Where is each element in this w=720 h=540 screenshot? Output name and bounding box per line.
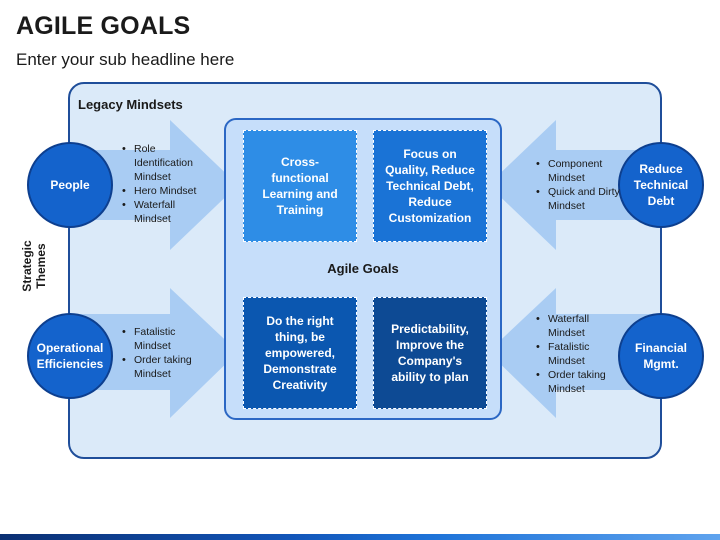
page-subtitle: Enter your sub headline here [16, 50, 235, 69]
goal-cross-functional-text: Cross- functional Learning and Training [262, 155, 338, 217]
bullet-item: Quick and Dirty Mindset [536, 185, 622, 213]
legacy-mindsets-label: Legacy Mindsets [78, 97, 183, 112]
bullets-top-left: Role Identification Mindset Hero Mindset… [122, 142, 212, 226]
circle-people: People [27, 142, 113, 228]
bullets-top-right: Component Mindset Quick and Dirty Mindse… [536, 157, 622, 213]
agile-goals-label: Agile Goals [327, 261, 399, 276]
bullet-item: Order taking Mindset [122, 353, 214, 381]
bullet-item: Role Identification Mindset [122, 142, 212, 184]
goal-do-the-right-thing-text: Do the right thing, be empowered, Demons… [263, 314, 337, 392]
bullet-item: Waterfall Mindset [122, 198, 212, 226]
goal-focus-on-quality: Focus on Quality, Reduce Technical Debt,… [373, 130, 487, 242]
bullet-item: Component Mindset [536, 157, 622, 185]
bullets-bottom-left: Fatalistic Mindset Order taking Mindset [122, 325, 214, 381]
goal-focus-on-quality-text: Focus on Quality, Reduce Technical Debt,… [385, 147, 475, 225]
goal-cross-functional: Cross- functional Learning and Training [243, 130, 357, 242]
circle-operational-label: Operational Efficiencies [36, 341, 104, 371]
bullet-item: Hero Mindset [122, 184, 212, 198]
goal-predictability: Predictability, Improve the Company's ab… [373, 297, 487, 409]
circle-people-label: People [50, 178, 90, 192]
strategic-themes-label: Strategic Themes [20, 240, 48, 292]
page-title: AGILE GOALS [16, 12, 191, 40]
bottom-accent-bar [0, 534, 720, 540]
bullet-item: Waterfall Mindset [536, 312, 620, 340]
goal-predictability-text: Predictability, Improve the Company's ab… [391, 322, 469, 384]
circle-reduce-technical-debt: Reduce Technical Debt [618, 142, 704, 228]
bullet-item: Fatalistic Mindset [536, 340, 620, 368]
circle-financial-mgmt: Financial Mgmt. [618, 313, 704, 399]
bullet-item: Order taking Mindset [536, 368, 620, 396]
circle-financial-label: Financial Mgmt. [634, 341, 687, 371]
bullets-bottom-right: Waterfall Mindset Fatalistic Mindset Ord… [536, 312, 620, 396]
bullet-item: Fatalistic Mindset [122, 325, 214, 353]
circle-operational-efficiencies: Operational Efficiencies [27, 313, 113, 399]
goal-do-the-right-thing: Do the right thing, be empowered, Demons… [243, 297, 357, 409]
circle-reduce-label: Reduce Technical Debt [633, 162, 689, 208]
